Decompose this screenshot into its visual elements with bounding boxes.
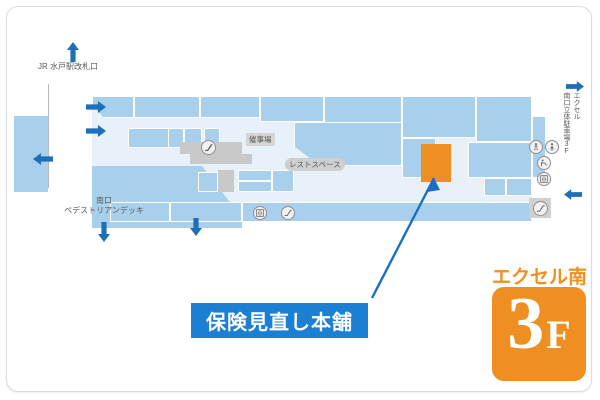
map-unit-right-b — [506, 178, 532, 196]
map-unit-row2-a — [128, 128, 172, 148]
floor-suffix: F — [546, 312, 571, 357]
label-parking-col1: エクセル — [573, 92, 581, 120]
arrow-left-west — [33, 152, 53, 166]
label-parking-col2: 南口立体駐車場3F — [563, 92, 571, 155]
map-unit-north-d — [260, 96, 324, 122]
map-escalator-platform-west-2 — [190, 154, 252, 164]
floor-map[interactable]: 催事場 レストスペース — [0, 0, 600, 260]
label-pedestrian-deck-line2: ペデストリアンデッキ — [64, 206, 144, 215]
building-name-label: エクセル南 — [492, 267, 588, 288]
shop-callout[interactable]: 保険見直し本舗 — [191, 303, 368, 338]
restroom-men-icon[interactable] — [529, 140, 543, 154]
map-gray-row3 — [218, 170, 234, 192]
map-unit-row3-b — [238, 170, 272, 181]
map-unit-north-g — [476, 96, 532, 142]
highlighted-shop[interactable] — [421, 144, 451, 182]
escalator-icon[interactable] — [201, 140, 216, 155]
map-unit-mid-a — [294, 122, 402, 166]
map-unit-bottom-b — [110, 202, 170, 222]
map-unit-row3-d — [272, 170, 294, 192]
label-pedestrian-deck-line1: 南口 — [96, 196, 112, 205]
guide-line — [48, 84, 49, 188]
map-unit-north-c — [200, 96, 260, 118]
map-unit-bottom-c — [170, 202, 242, 222]
escalator-glyph-icon — [532, 200, 548, 216]
map-label-rest-space: レストスペース — [285, 158, 345, 171]
escalator-icon[interactable] — [281, 206, 295, 220]
arrow-right-parking-top — [566, 80, 584, 93]
map-label-event-space: 催事場 — [246, 133, 275, 146]
arrow-left-parking-bottom — [564, 188, 582, 201]
map-unit-row3-a — [198, 172, 218, 192]
elevator-icon[interactable] — [537, 172, 551, 186]
label-station-gate: JR 水戸駅改札口 — [38, 62, 98, 71]
map-unit-mid-c — [468, 142, 532, 178]
arrow-right-entrance-lower — [86, 124, 106, 138]
arrow-down-south-entrance — [189, 218, 203, 236]
map-unit-north-f — [402, 96, 476, 138]
arrow-down-pedestrian-deck — [97, 222, 111, 242]
floor-badge: 3 F — [492, 287, 586, 381]
elevator-icon[interactable] — [253, 206, 267, 220]
map-unit-right-a — [484, 178, 506, 196]
restroom-women-icon[interactable] — [545, 140, 559, 154]
floor-number: 3 — [507, 283, 545, 365]
map-unit-north-b — [134, 96, 200, 118]
arrow-right-entrance-upper — [86, 100, 106, 114]
arrow-up-station-gate — [66, 42, 80, 62]
escalator-icon[interactable] — [529, 198, 551, 218]
baby-changing-icon[interactable] — [537, 156, 551, 170]
map-unit-row3-c — [238, 181, 272, 192]
map-block-west-deck — [14, 116, 48, 192]
